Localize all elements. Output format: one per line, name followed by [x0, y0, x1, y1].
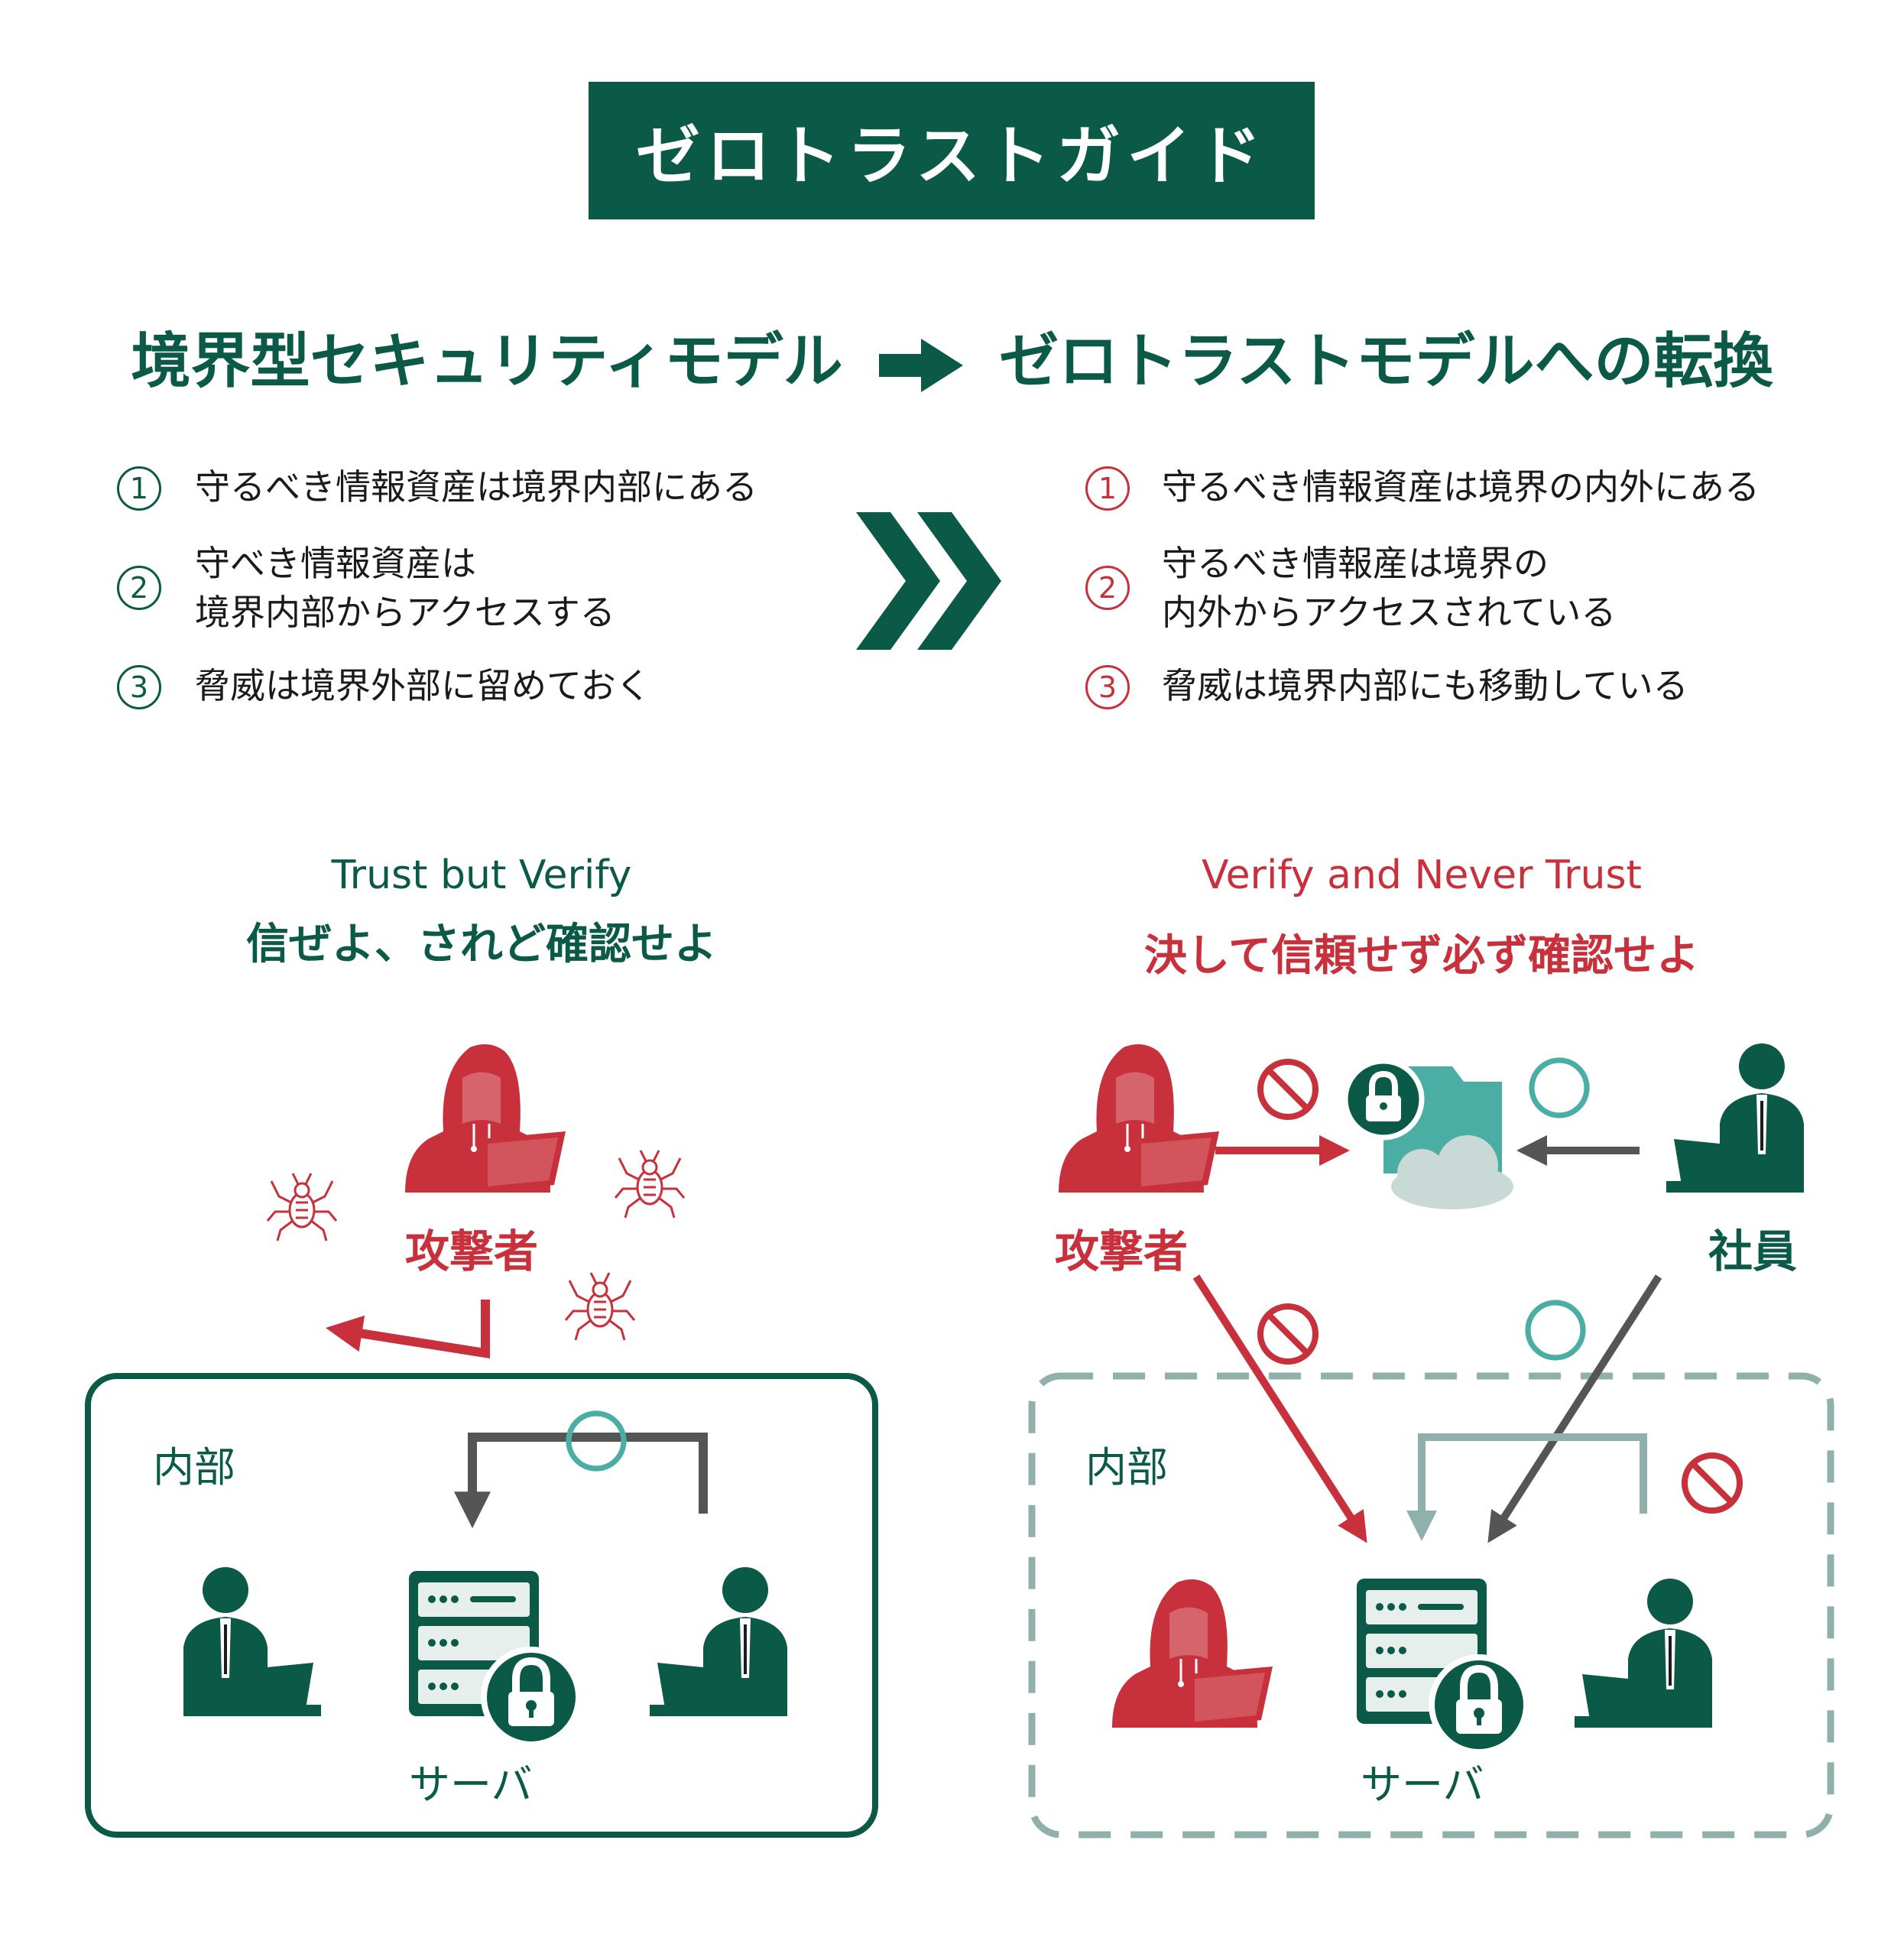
- right-attacker-label: 攻撃者: [1055, 1225, 1189, 1277]
- server-lock-icon: [1357, 1579, 1526, 1752]
- left-motto-en: Trust but Verify: [331, 852, 632, 898]
- employee-figure-icon: [1575, 1577, 1714, 1728]
- bug-icon: [564, 1271, 636, 1342]
- inside-attacker-figure-icon: [1111, 1578, 1273, 1728]
- employee-to-server-arrow: [1487, 1274, 1662, 1543]
- headline-from: 境界型セキュリティモデル: [131, 327, 843, 396]
- right-motto-en: Verify and Never Trust: [1202, 852, 1642, 898]
- left-item-1-text: 守るべき情報資産は境界内部にある: [195, 466, 757, 508]
- right-motto-jp: 決して信頼せず必ず確認せよ: [1143, 931, 1700, 981]
- cloud-folder-icon: [1342, 1058, 1513, 1209]
- attacker-figure-icon: [1057, 1043, 1219, 1193]
- right-item-3-text: 脅威は境界内部にも移動している: [1162, 665, 1688, 706]
- guide-title: ゼロトラストガイド: [635, 118, 1268, 193]
- left-item-2-number: 2: [117, 566, 161, 610]
- right-item-1-number: 1: [1085, 466, 1130, 511]
- headline-to: ゼロトラストモデルへの転換: [999, 327, 1773, 396]
- blocked-icon: [1260, 1062, 1315, 1117]
- right-item-3-number: 3: [1085, 665, 1130, 709]
- right-server-label: サーバ: [1361, 1761, 1484, 1809]
- left-item-1-number: 1: [117, 466, 161, 511]
- deflected-attack-arrow: [326, 1300, 490, 1359]
- attack-to-server-arrow: [1192, 1274, 1367, 1543]
- inside-boundary-box: [85, 1373, 878, 1838]
- employee-figure-icon: [1666, 1042, 1805, 1193]
- internal-access-arrow: [1406, 1433, 1647, 1541]
- right-inside-label: 内部: [1085, 1443, 1168, 1491]
- left-item-2-line2: 境界内部からアクセスする: [195, 592, 615, 633]
- attacker-figure-icon: [404, 1043, 566, 1193]
- inside-boundary-dashed-box: [1028, 1372, 1834, 1839]
- left-server-label: サーバ: [409, 1761, 533, 1809]
- internal-access-arrow: [454, 1433, 708, 1529]
- server-lock-icon: [409, 1571, 579, 1744]
- blocked-icon: [1260, 1306, 1315, 1361]
- right-employee-label: 社員: [1708, 1225, 1798, 1277]
- right-item-2-line2: 内外からアクセスされている: [1162, 592, 1617, 633]
- blocked-icon: [1685, 1456, 1740, 1511]
- allowed-circle-icon: [1528, 1303, 1583, 1358]
- employee-figure-icon: [182, 1566, 321, 1716]
- headline: 境界型セキュリティモデル ゼロトラストモデルへの転換: [0, 313, 1904, 399]
- right-item-1-text: 守るべき情報資産は境界の内外にある: [1162, 466, 1760, 508]
- headline-arrow-icon: [878, 338, 963, 392]
- left-inside-label: 内部: [153, 1443, 235, 1491]
- double-chevron-icon: [856, 512, 1001, 650]
- left-motto-jp: 信ぜよ、されど確認せよ: [246, 920, 717, 969]
- left-attacker-label: 攻撃者: [405, 1225, 539, 1277]
- left-item-3-number: 3: [117, 665, 161, 709]
- allowed-circle-icon: [1532, 1060, 1587, 1115]
- left-item-2-line1: 守べき情報資産は: [195, 543, 476, 584]
- right-item-2-line1: 守るべき情報産は境界の: [1162, 543, 1549, 584]
- guide-title-banner: ゼロトラストガイド: [589, 82, 1315, 219]
- employee-figure-icon: [650, 1566, 789, 1716]
- left-diagram: [85, 1043, 878, 1838]
- bug-icon: [266, 1172, 338, 1242]
- right-item-2-number: 2: [1085, 566, 1130, 610]
- bug-icon: [614, 1149, 686, 1219]
- right-diagram: [1028, 1042, 1834, 1839]
- left-item-3-text: 脅威は境界外部に留めておく: [195, 665, 651, 706]
